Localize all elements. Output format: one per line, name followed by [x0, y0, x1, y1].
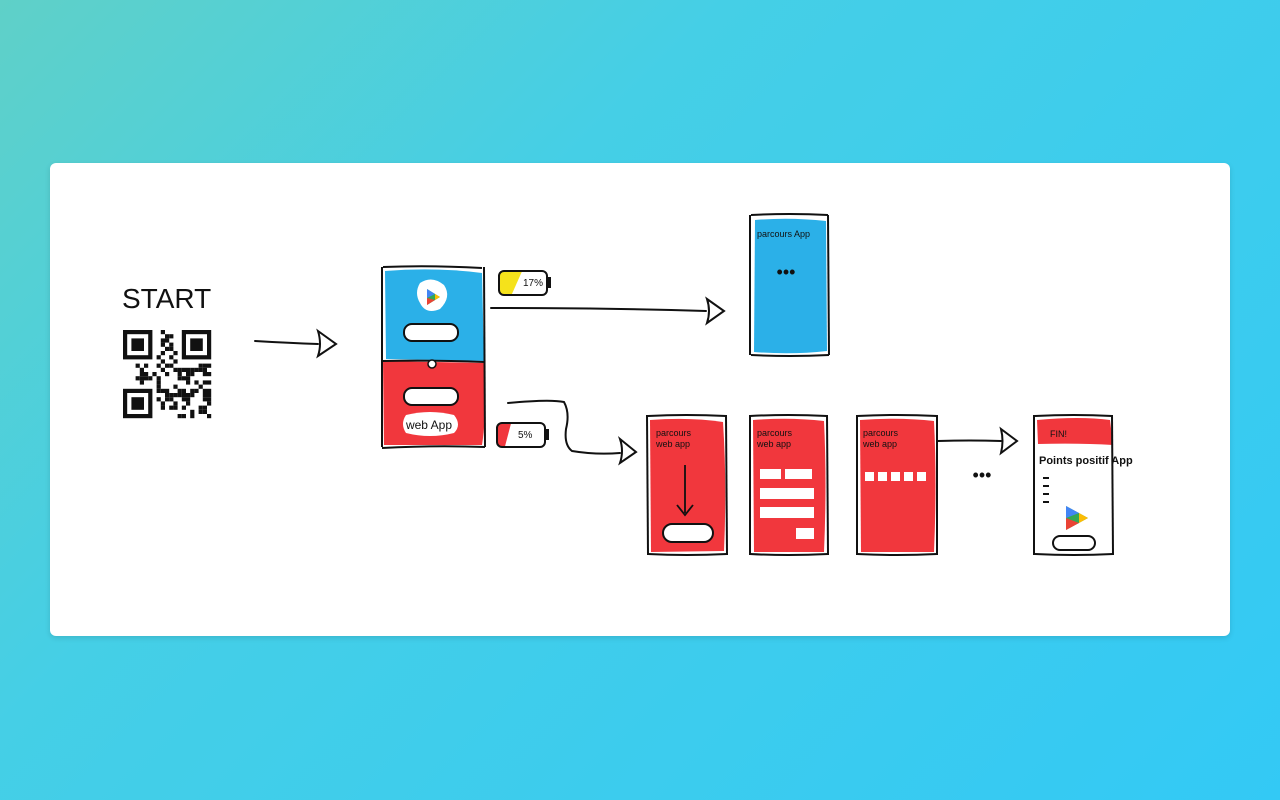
screen-end-banner: [1037, 418, 1113, 445]
screen-web-2-title-line1: parcours: [757, 428, 793, 438]
play-store-icon: [417, 279, 448, 311]
battery-high-label: 17%: [523, 278, 543, 289]
screen-web-3-title-line2: web app: [862, 439, 897, 449]
arrow-start-to-phone: [254, 328, 338, 359]
screen-app-dots: •••: [777, 262, 796, 282]
arrow-phone-to-web: [507, 399, 638, 466]
screen-web-1: parcours web app: [646, 414, 728, 556]
flow-diagram: START web App: [122, 213, 1133, 556]
screen-web-1-title-line1: parcours: [656, 428, 692, 438]
screen-end-bullet-list: [1043, 477, 1049, 503]
phone-main: web App: [381, 265, 486, 449]
ellipsis-more-steps: •••: [973, 465, 992, 485]
scroll-down-arrow-icon: [676, 465, 694, 517]
phone-main-web-button[interactable]: [403, 387, 459, 406]
phone-main-app-button[interactable]: [403, 323, 459, 342]
screen-end-banner-text: FIN!: [1050, 429, 1067, 439]
screen-web-3: parcours web app: [856, 414, 938, 556]
screen-end-heading: Points positif App: [1039, 455, 1133, 467]
battery-low-fill: [498, 424, 511, 446]
phone-main-camera: [427, 359, 437, 369]
battery-high-fill: [500, 272, 522, 294]
arrow-web-to-end: [937, 426, 1019, 456]
screen-end: FIN! Points positif App: [1033, 414, 1133, 556]
phone-main-webapp-label: web App: [405, 418, 452, 432]
screen-app-title: parcours App: [757, 229, 810, 239]
screen-web-2-form-fields: [760, 469, 814, 539]
screen-end-install-button[interactable]: [1052, 535, 1096, 551]
diagram-card: START web App: [50, 163, 1230, 636]
battery-low-indicator: 5%: [496, 422, 549, 448]
start-label: START: [122, 283, 211, 314]
battery-high-indicator: 17%: [498, 270, 551, 296]
arrow-phone-to-app: [490, 296, 726, 326]
screen-end-play-store-icon: [1066, 506, 1088, 530]
phone-main-webapp-badge: [403, 412, 458, 436]
screen-web-3-title-line1: parcours: [863, 428, 899, 438]
screen-web-2-title-line2: web app: [756, 439, 791, 449]
screen-web-1-button[interactable]: [662, 523, 714, 543]
qr-code-icon: [123, 330, 212, 419]
battery-low-label: 5%: [518, 430, 533, 441]
screen-web-3-code-boxes: [865, 472, 926, 481]
screen-web-1-title-line2: web app: [655, 439, 690, 449]
screen-web-2: parcours web app: [749, 414, 829, 556]
screen-app: parcours App •••: [749, 213, 830, 357]
